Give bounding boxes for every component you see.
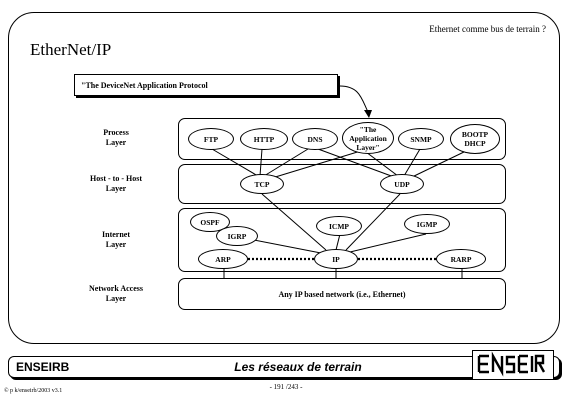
link-app-udp [365,151,399,177]
rarp-label: RARP [450,254,472,264]
link-igmp-ip [349,233,427,253]
link-http-tcp [259,148,263,177]
enseirb-logo [472,350,554,380]
host-to-host-layer-label: Host - to - Host Layer [66,174,166,194]
host-to-host-layer-label-text: Host - to - Host Layer [90,174,142,193]
footer-course-title: Les réseaux de terrain [234,360,362,374]
http-label: HTTP [253,134,275,144]
link-udp-ip [345,193,401,251]
igmp-node: IGMP [404,214,450,234]
application-layer-node: "The Application Layer" [342,122,394,154]
network-access-layer-label-text: Network Access Layer [89,284,143,303]
footer-school-name: ENSEIRB [16,360,70,374]
callout-arrowhead [364,110,372,118]
bootp-dhcp-label: BOOTP DHCP [461,130,489,148]
dns-label: DNS [307,134,323,144]
network-access-label: Any IP based network (i.e., Ethernet) [278,290,406,299]
link-dns-tcp [263,148,309,177]
ftp-node: FTP [188,128,234,150]
bootp-dhcp-node: BOOTP DHCP [450,124,500,154]
arp-label: ARP [215,254,231,264]
http-node: HTTP [240,128,288,150]
ospf-label: OSPF [200,217,220,227]
application-layer-label: "The Application Layer" [349,124,387,152]
icmp-node: ICMP [316,216,362,236]
devicenet-callout: "The DeviceNet Application Protocol [74,74,338,96]
ftp-label: FTP [203,134,219,144]
network-access-layer-box [178,278,506,310]
udp-label: UDP [394,179,410,189]
ip-label: IP [332,254,340,264]
igmp-label: IGMP [416,219,438,229]
igrp-label: IGRP [227,231,247,241]
internet-layer-label: Internet Layer [66,230,166,250]
snmp-node: SNMP [398,128,444,150]
ip-node: IP [314,249,358,269]
igrp-node: IGRP [216,226,258,246]
arp-node: ARP [198,249,248,269]
dns-node: DNS [292,128,338,150]
internet-layer-label-text: Internet Layer [102,230,130,249]
link-tcp-ip [261,193,327,251]
slide-header-note: Ethernet comme bus de terrain ? [429,24,546,34]
icmp-label: ICMP [329,221,349,231]
host-to-host-layer-box [178,164,506,204]
callout-arrow [339,85,369,113]
link-ftp-tcp [211,148,259,177]
link-bootp-udp [409,150,467,179]
snmp-label: SNMP [410,134,432,144]
link-snmp-udp [403,148,421,177]
footer-bar [8,356,560,378]
copyright-note: © p k/enseirb/2003 v3.1 [4,388,63,394]
process-layer-label-text: Process Layer [103,128,129,147]
tcp-label: TCP [254,179,270,189]
slide-title: EtherNet/IP [30,40,112,59]
link-app-tcp [271,149,365,179]
enseirb-logo-glyphs [477,351,546,377]
network-access-text: Any IP based network (i.e., Ethernet) [178,290,506,299]
rarp-node: RARP [436,249,486,269]
page-number: - 191 /243 - [269,383,303,391]
link-icmp-ip [335,233,341,251]
tcp-node: TCP [240,174,284,194]
ospf-node: OSPF [190,212,230,232]
link-dns-udp [317,148,395,178]
slide-frame [8,12,560,344]
network-access-layer-label: Network Access Layer [66,284,166,304]
link-igrp-ip [253,239,327,255]
process-layer-label: Process Layer [66,128,166,148]
udp-node: UDP [380,174,424,194]
